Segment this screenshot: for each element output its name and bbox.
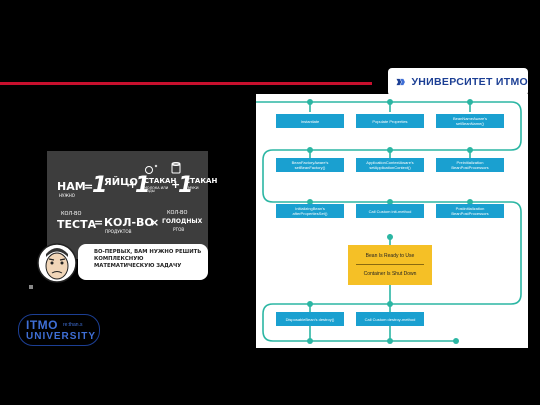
chalk-products: ПРОДУКТОВ (105, 229, 132, 234)
bullet-marker (29, 285, 33, 289)
flow-node-disposable-destroy: DisposableBean's destroy() (276, 312, 344, 326)
chalk-glass1-sub: МОЛОКА ИЛИ ВОДЫ (144, 186, 169, 194)
header-logo-text: УНИВЕРСИТЕТ ИТМО (411, 76, 528, 88)
flow-node-after-properties-set: InitializingBean's afterPropertiesSet() (276, 204, 344, 218)
itmo-logo-icon (396, 78, 405, 86)
chalk-times: × (150, 216, 160, 229)
chalk-mouths: РТОВ (173, 227, 185, 232)
itmo-header-logo: УНИВЕРСИТЕТ ИТМО (388, 68, 528, 96)
flow-node-set-bean-factory: BeanFactoryAware's setBeanFactory() (276, 158, 344, 172)
chalk-plus-a: + (128, 178, 138, 191)
flow-node-instantiate: Instantiate (276, 114, 344, 128)
header-red-rule (0, 82, 372, 85)
flow-node-custom-init-method: Call Custom init-method (356, 204, 424, 218)
chalk-equals2: = (94, 216, 104, 229)
chalk-qty3: КОЛ-ВО (167, 210, 188, 216)
flow-node-preinit-postprocessors: Preinitialization BeanPostProcessors (436, 158, 504, 172)
chalk-qty2: КОЛ-ВО (104, 216, 154, 229)
speech-bubble: ВО-ПЕРВЫХ, ВАМ НУЖНО РЕШИТЬ КОМПЛЕКСНУЮ … (78, 244, 208, 280)
flowchart-connectors (256, 99, 522, 344)
itmo-logo-line1: ITMO (26, 318, 58, 332)
bean-lifecycle-diagram: Instantiate Populate Properties BeanName… (256, 94, 528, 348)
flow-node-postinit-postprocessors: Postinitialization BeanPostProcessors (436, 204, 504, 218)
chalk-equals: = (84, 180, 94, 193)
chalk-glass1: СТАКАН (144, 177, 177, 185)
flow-node-set-application-context: ApplicationContextAware's setApplication… (356, 158, 424, 172)
itmo-logo-line2: UNIVERSITY (26, 331, 97, 342)
chalk-one-a: 1 (92, 173, 108, 198)
chalk-egg: ЯЙЦО (104, 177, 138, 188)
flow-node-custom-destroy-method: Call Custom destroy-method (356, 312, 424, 326)
cartoon-man-icon (37, 243, 77, 283)
chalk-glass2-sub: МУКИ (188, 186, 199, 190)
chalk-glass2: СТАКАН (185, 177, 218, 185)
chalk-we-need: НАМ (57, 180, 86, 193)
chalk-hungry: ГОЛОДНЫХ (162, 218, 203, 225)
flow-node-populate-properties: Populate Properties (356, 114, 424, 128)
chalk-plus-b: + (171, 178, 181, 191)
flow-node-set-bean-name: BeanNameAware's setBeanName() (436, 114, 504, 128)
chalk-one-c: 1 (178, 173, 194, 198)
flow-shutdown-label: Container Is Shut Down (363, 271, 417, 277)
ingredients-doodle-icon (145, 162, 181, 174)
itmo-logo-line1-small: re:than.s (63, 322, 83, 328)
itmo-university-logo: ITMO re:than.s UNIVERSITY (18, 314, 100, 346)
chalkboard-illustration: НАМ НУЖНО = 1 ЯЙЦО + 1 СТАКАН МОЛОКА ИЛИ… (47, 151, 217, 259)
speech-bubble-text: ВО-ПЕРВЫХ, ВАМ НУЖНО РЕШИТЬ КОМПЛЕКСНУЮ … (94, 249, 202, 270)
flow-ready-box: Bean Is Ready to Use Container Is Shut D… (348, 245, 432, 285)
flow-ready-label: Bean Is Ready to Use (365, 253, 415, 259)
chalk-we-need-sub: НУЖНО (59, 193, 75, 198)
chalk-one-b: 1 (135, 173, 151, 198)
chalk-tests: ТЕСТА (57, 218, 97, 231)
chalk-qty: КОЛ-ВО (61, 211, 82, 217)
flow-ready-divider (356, 264, 424, 265)
